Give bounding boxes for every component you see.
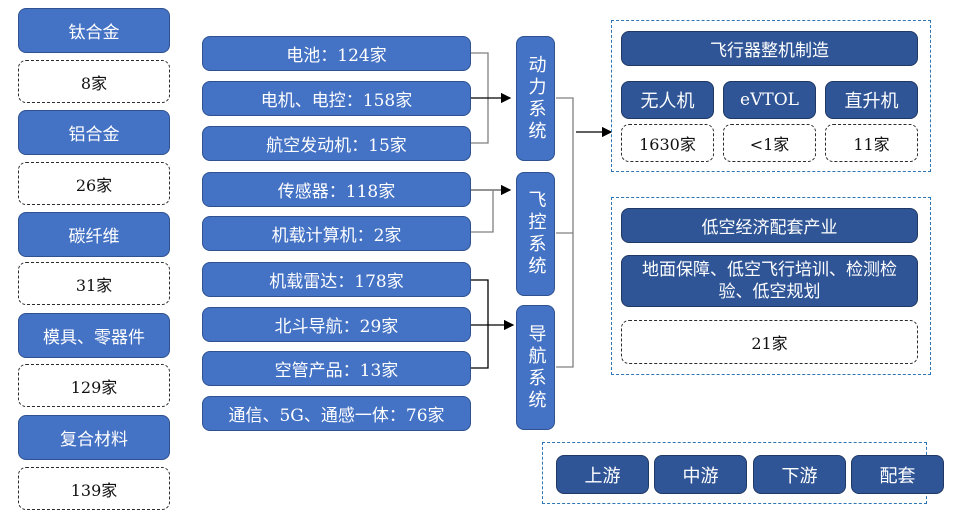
component-onboard-computer: 机载计算机：2家 bbox=[202, 216, 471, 251]
type-helicopter: 直升机 bbox=[825, 81, 918, 119]
material-label: 复合材料 bbox=[60, 430, 128, 450]
legend-label: 下游 bbox=[781, 465, 818, 487]
component-label: 机载计算机：2家 bbox=[271, 226, 402, 246]
material-count: 139家 bbox=[18, 467, 170, 510]
type-label: eVTOL bbox=[740, 90, 799, 110]
legend-label: 配套 bbox=[879, 465, 916, 487]
count-text: 129家 bbox=[70, 377, 118, 397]
supporting-description-text: 地面保障、低空飞行培训、检测检验、低空规划 bbox=[642, 260, 897, 302]
component-communication: 通信、5G、通感一体：76家 bbox=[202, 396, 471, 431]
type-count: 1630家 bbox=[621, 124, 714, 162]
count-text: 26家 bbox=[75, 175, 113, 195]
material-composites: 复合材料 bbox=[18, 415, 170, 460]
component-label: 通信、5G、通感一体：76家 bbox=[228, 406, 445, 426]
count-text: 11家 bbox=[853, 135, 890, 154]
system-label: 导航系统 bbox=[525, 323, 547, 412]
type-count: <1家 bbox=[723, 124, 816, 162]
count-text: 1630家 bbox=[639, 135, 696, 154]
component-label: 北斗导航：29家 bbox=[274, 317, 399, 337]
legend-midstream: 中游 bbox=[654, 455, 747, 494]
system-label: 飞控系统 bbox=[525, 190, 547, 278]
material-carbon-fiber: 碳纤维 bbox=[18, 212, 170, 257]
manufacturing-group bbox=[611, 20, 931, 172]
material-count: 26家 bbox=[18, 162, 170, 205]
legend-downstream: 下游 bbox=[753, 455, 846, 494]
component-atc-products: 空管产品：13家 bbox=[202, 351, 471, 386]
component-battery: 电池：124家 bbox=[202, 36, 471, 71]
count-text: 31家 bbox=[75, 275, 113, 295]
material-molds-parts: 模具、零器件 bbox=[18, 313, 170, 358]
material-label: 钛合金 bbox=[68, 23, 120, 43]
legend-label: 中游 bbox=[682, 465, 719, 487]
component-sensor: 传感器：118家 bbox=[202, 172, 471, 207]
material-count: 8家 bbox=[18, 60, 170, 103]
system-label: 动力系统 bbox=[525, 54, 547, 143]
system-flight-control: 飞控系统 bbox=[516, 172, 555, 296]
type-evtol: eVTOL bbox=[723, 81, 816, 119]
supporting-title-text: 低空经济配套产业 bbox=[701, 218, 838, 238]
count-text: 139家 bbox=[70, 480, 118, 500]
supporting-description: 地面保障、低空飞行培训、检测检验、低空规划 bbox=[621, 255, 918, 307]
legend-label: 上游 bbox=[584, 465, 621, 487]
material-label: 铝合金 bbox=[68, 125, 120, 145]
count-text: 8家 bbox=[80, 73, 108, 93]
connector-navigation bbox=[471, 279, 489, 369]
supporting-count: 21家 bbox=[621, 320, 918, 364]
material-label: 模具、零器件 bbox=[43, 328, 145, 348]
type-count: 11家 bbox=[825, 124, 918, 162]
count-text: 21家 bbox=[751, 334, 788, 353]
manufacturing-title-text: 飞行器整机制造 bbox=[710, 41, 829, 61]
supporting-group bbox=[611, 197, 931, 375]
type-label: 直升机 bbox=[844, 91, 899, 112]
component-label: 电池：124家 bbox=[286, 46, 387, 66]
material-label: 碳纤维 bbox=[68, 227, 120, 247]
legend-supporting: 配套 bbox=[851, 455, 944, 494]
material-count: 31家 bbox=[18, 262, 170, 305]
count-text: <1家 bbox=[749, 135, 790, 154]
component-aero-engine: 航空发动机：15家 bbox=[202, 126, 471, 161]
material-aluminum-alloy: 铝合金 bbox=[18, 110, 170, 155]
type-drone: 无人机 bbox=[621, 81, 714, 119]
material-titanium-alloy: 钛合金 bbox=[18, 8, 170, 53]
component-radar: 机载雷达：178家 bbox=[202, 262, 471, 297]
system-navigation: 导航系统 bbox=[516, 305, 555, 430]
component-motor-control: 电机、电控：158家 bbox=[202, 81, 471, 116]
supporting-title: 低空经济配套产业 bbox=[621, 208, 918, 243]
material-count: 129家 bbox=[18, 364, 170, 407]
legend-upstream: 上游 bbox=[556, 455, 649, 494]
component-label: 机载雷达：178家 bbox=[269, 272, 404, 292]
system-power: 动力系统 bbox=[516, 36, 555, 161]
component-label: 空管产品：13家 bbox=[274, 361, 399, 381]
component-label: 电机、电控：158家 bbox=[260, 91, 413, 111]
manufacturing-title: 飞行器整机制造 bbox=[621, 31, 918, 66]
component-label: 航空发动机：15家 bbox=[266, 136, 407, 156]
component-label: 传感器：118家 bbox=[277, 182, 396, 202]
type-label: 无人机 bbox=[640, 91, 695, 112]
component-beidou: 北斗导航：29家 bbox=[202, 307, 471, 342]
